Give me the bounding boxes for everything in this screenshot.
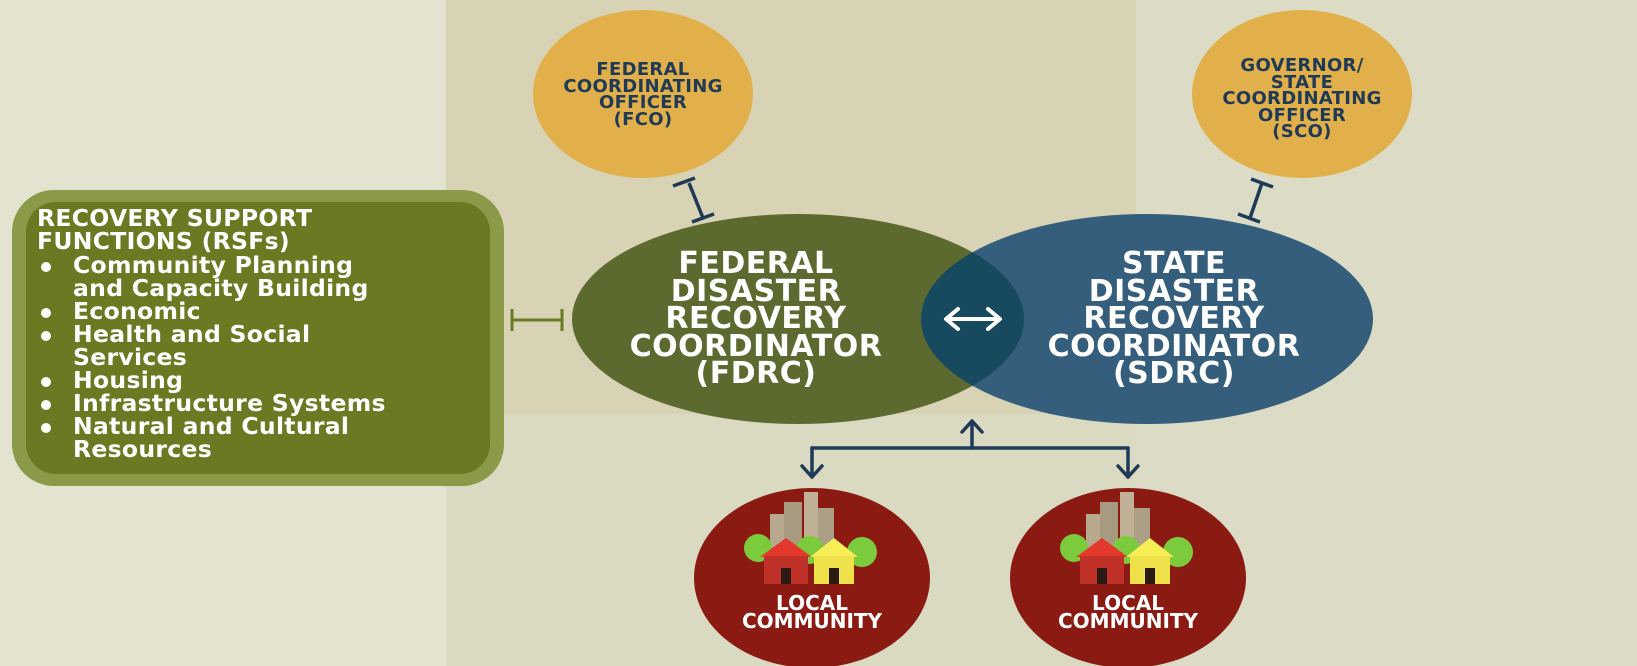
local-community-right-circle bbox=[1010, 488, 1246, 666]
sco-label: GOVERNOR/ STATE COORDINATING OFFICER (SC… bbox=[1202, 55, 1402, 143]
sco-connector bbox=[1237, 177, 1274, 224]
sdrc-label-line: STATE bbox=[1121, 246, 1227, 281]
fco-connector bbox=[672, 176, 715, 224]
sco-label-line: COORDINATING bbox=[1222, 88, 1382, 110]
fco-circle bbox=[533, 10, 753, 178]
local-community-left-circle bbox=[694, 488, 930, 666]
sdrc-label: STATE DISASTER RECOVERY COORDINATOR (SDR… bbox=[1024, 246, 1324, 392]
sdrc-label-line: RECOVERY bbox=[1083, 301, 1265, 337]
sco-label-line: OFFICER bbox=[1257, 104, 1347, 126]
rsf-item-health-social: Health and Social Services bbox=[37, 320, 477, 372]
local-label-line: LOCAL bbox=[776, 591, 848, 615]
local-connector bbox=[800, 419, 1140, 479]
sdrc-label-line: DISASTER bbox=[1088, 273, 1260, 309]
rsf-item-line: Health and Social bbox=[73, 320, 311, 349]
rsf-panel: RECOVERY SUPPORT FUNCTIONS (RSFs) Commun… bbox=[37, 204, 477, 464]
sco-circle bbox=[1192, 10, 1412, 178]
rsf-item-housing: Housing bbox=[37, 366, 477, 395]
sco-label-line: STATE bbox=[1270, 71, 1334, 93]
double-arrow-icon bbox=[944, 307, 1002, 331]
rsf-item-line: Infrastructure Systems bbox=[73, 389, 386, 418]
rsf-title-line: FUNCTIONS (RSFs) bbox=[37, 227, 290, 256]
rsf-item-line: Services bbox=[73, 343, 188, 372]
fco-label: FEDERAL COORDINATING OFFICER (FCO) bbox=[543, 59, 743, 130]
fdrc-label-line: RECOVERY bbox=[665, 301, 847, 337]
rsf-connector bbox=[510, 309, 564, 331]
rsf-item-line: Natural and Cultural bbox=[73, 412, 350, 441]
rsf-title-line: RECOVERY SUPPORT bbox=[37, 204, 313, 232]
local-community-right-label: LOCAL COMMUNITY bbox=[1028, 591, 1228, 634]
rsf-title: RECOVERY SUPPORT FUNCTIONS (RSFs) bbox=[37, 204, 477, 256]
sdrc-label-line: (SDRC) bbox=[1112, 356, 1236, 392]
rsf-list: Community Planning and Capacity Building… bbox=[37, 251, 477, 464]
rsf-item-community-planning: Community Planning and Capacity Building bbox=[37, 251, 477, 303]
rsf-item-line: and Capacity Building bbox=[73, 274, 369, 303]
community-icon bbox=[1060, 492, 1193, 584]
rsf-item-infrastructure: Infrastructure Systems bbox=[37, 389, 477, 418]
rsf-item-line: Community Planning bbox=[73, 251, 354, 280]
fdrc-label: FEDERAL DISASTER RECOVERY COORDINATOR (F… bbox=[606, 246, 906, 392]
local-label-line: COMMUNITY bbox=[741, 609, 883, 634]
local-label-line: COMMUNITY bbox=[1057, 609, 1199, 634]
rsf-item-line: Resources bbox=[73, 435, 213, 464]
fdrc-label-line: COORDINATOR bbox=[629, 328, 883, 364]
fco-label-line: FEDERAL bbox=[596, 59, 690, 80]
fdrc-oval bbox=[572, 214, 1024, 424]
sdrc-oval bbox=[921, 214, 1373, 424]
sdrc-label-line: COORDINATOR bbox=[1047, 328, 1301, 364]
fco-label-line: COORDINATING bbox=[563, 75, 723, 97]
local-community-left-label: LOCAL COMMUNITY bbox=[712, 591, 912, 634]
fdrc-label-line: DISASTER bbox=[670, 273, 842, 309]
community-icon bbox=[744, 492, 877, 584]
sco-label-line: (SCO) bbox=[1272, 121, 1332, 143]
rsf-item-line: Housing bbox=[73, 366, 184, 395]
fco-label-line: (FCO) bbox=[613, 108, 673, 130]
sco-label-line: GOVERNOR/ bbox=[1240, 55, 1364, 76]
fdrc-label-line: (FDRC) bbox=[695, 356, 817, 392]
fco-label-line: OFFICER bbox=[598, 92, 688, 114]
local-label-line: LOCAL bbox=[1092, 591, 1164, 615]
rsf-item-natural-cultural: Natural and Cultural Resources bbox=[37, 412, 477, 464]
rsf-box bbox=[26, 202, 490, 474]
rsf-item-economic: Economic bbox=[37, 297, 477, 326]
fdrc-label-line: FEDERAL bbox=[678, 246, 834, 281]
rsf-item-line: Economic bbox=[73, 297, 201, 326]
